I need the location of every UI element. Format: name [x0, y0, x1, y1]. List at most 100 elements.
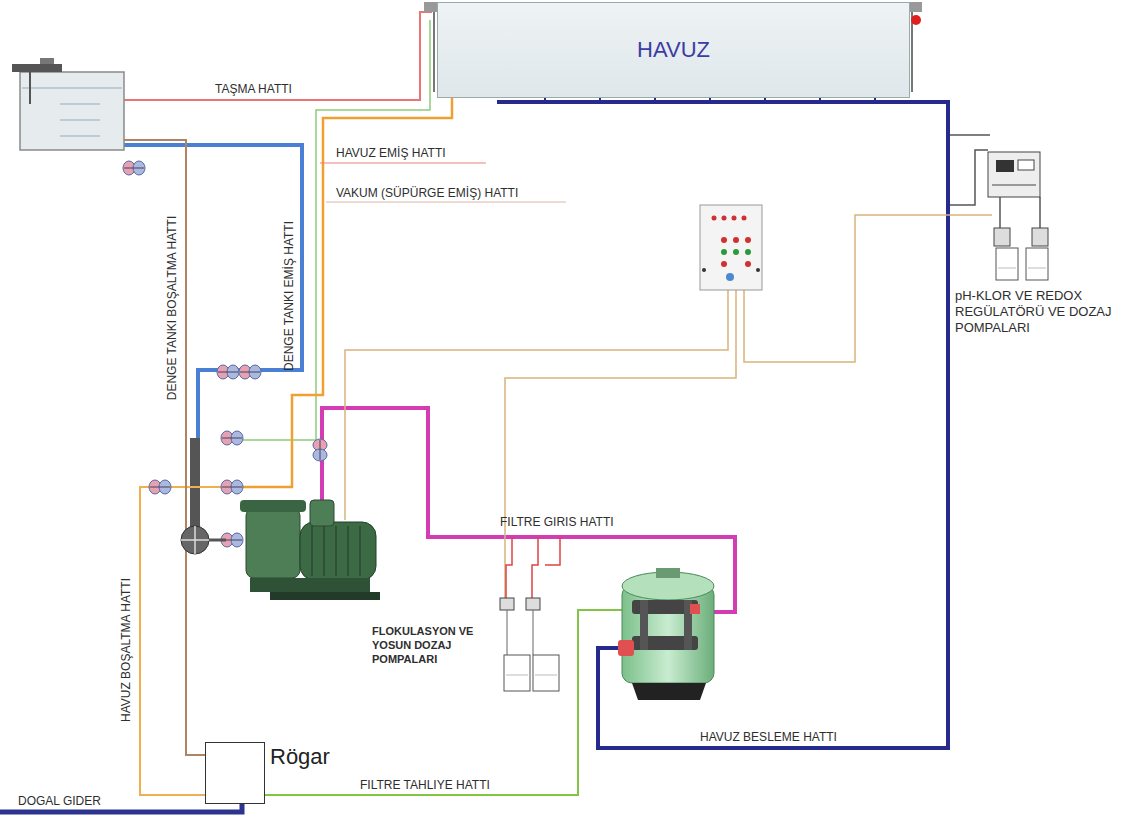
dosing-pumps: [506, 675, 528, 676]
line-label: FILTRE GIRIS HATTI: [500, 515, 614, 529]
sand-filter: [618, 568, 714, 700]
sand-filter: [690, 604, 700, 614]
dosing-pumps: [500, 537, 560, 691]
sand-filter: [632, 683, 706, 700]
pump: [240, 500, 380, 600]
dosing-pumps: [532, 537, 538, 600]
overflow-line: [122, 12, 432, 100]
valves: [149, 480, 171, 494]
control-panel: [721, 237, 751, 243]
leader-line: [326, 202, 566, 203]
pump: [300, 522, 376, 580]
dosing-pumps: [526, 598, 540, 610]
balance-tank: [60, 136, 100, 137]
dosing-pumps: [545, 537, 560, 565]
dosing-pumps: [506, 537, 512, 600]
ph-regulator: [996, 160, 1014, 172]
control-panel: [702, 268, 706, 272]
dosing-pumps: [535, 675, 557, 676]
control-panel: [756, 268, 760, 272]
valves: [217, 365, 239, 379]
control-wires: [345, 290, 728, 520]
ph-regulator: [1032, 228, 1048, 246]
line-label: HAVUZ EMİŞ HATTI: [336, 146, 446, 160]
balance-tank: [12, 64, 62, 72]
valves: [313, 439, 327, 461]
line-label: pH-KLOR VE REDOX REGÜLATÖRÜ VE DOZAJ POM…: [955, 288, 1120, 336]
ph-regulator: [1026, 248, 1048, 280]
control-panel: [721, 237, 727, 243]
control-panel: [700, 205, 762, 290]
pump: [270, 592, 380, 600]
control-panel: [712, 216, 717, 221]
balance-drain-line: [122, 140, 205, 755]
pool-feed-line: [497, 102, 948, 748]
ph-regulator: [994, 228, 1010, 246]
line-label: DENGE TANKI EMİŞ HATTI: [282, 221, 296, 371]
main-valve: [194, 526, 196, 554]
regulator-pipes: [1039, 197, 1041, 230]
pump: [359, 526, 361, 576]
control-panel: [721, 261, 751, 267]
control-wires: [345, 215, 992, 598]
control-panel: [726, 273, 734, 281]
valves: [221, 480, 243, 494]
control-panel: [733, 249, 739, 255]
pump: [250, 578, 370, 592]
pool-box: HAVUZ: [437, 2, 910, 98]
control-panel: [745, 261, 751, 267]
valves: [221, 431, 243, 445]
main-valve: [209, 539, 226, 542]
control-panel: [732, 216, 737, 221]
balance-tank: [60, 104, 100, 105]
pump: [310, 500, 334, 526]
ph-regulator: [1018, 160, 1034, 170]
ph-regulator: [998, 268, 1016, 269]
control-panel: [712, 216, 747, 221]
sand-filter: [640, 600, 648, 650]
leader-line: [320, 163, 486, 164]
line-label: FLOKULASYON VE YOSUN DOZAJ POMPALARI: [372, 624, 496, 666]
control-panel: [721, 249, 751, 255]
regulator-pipes: [950, 150, 988, 205]
control-panel: [722, 216, 727, 221]
dosing-pumps: [504, 655, 530, 691]
ph-regulator: [988, 152, 1040, 197]
regulator-pipes: [950, 134, 990, 136]
balance-tank: [29, 72, 31, 104]
dosing-pumps: [507, 610, 508, 655]
sand-filter: [618, 640, 634, 656]
pump: [335, 526, 337, 576]
regulator-pipes: [999, 197, 1001, 230]
pool-fittings: [911, 15, 921, 25]
ph-regulator: [992, 185, 1036, 186]
line-label: DOGAL GIDER: [18, 794, 101, 808]
pool-fittings: [911, 12, 913, 92]
main-valve: [181, 526, 226, 554]
control-wires: [505, 290, 736, 598]
pump: [312, 526, 360, 576]
dosing-pumps: [533, 610, 534, 655]
manhole-title: Rögar: [270, 744, 330, 770]
valves: [239, 365, 261, 379]
dosing-pumps: [533, 655, 559, 691]
line-label: FILTRE TAHLIYE HATTI: [360, 778, 490, 792]
regulator-pipes: [950, 135, 1040, 230]
balance-tank: [12, 58, 124, 150]
balance-tank: [40, 58, 54, 64]
control-panel: [742, 216, 747, 221]
balance-tank: [22, 88, 122, 89]
dosing-pumps: [500, 598, 514, 610]
line-label: TAŞMA HATTI: [215, 82, 292, 96]
balance-suction-line: [122, 145, 302, 440]
pump: [240, 500, 306, 512]
control-panel: [733, 237, 739, 243]
ph-regulator: [996, 248, 1018, 280]
control-panel: [700, 205, 762, 290]
main-valve: [181, 526, 209, 554]
filter-drain-line: [265, 610, 626, 795]
